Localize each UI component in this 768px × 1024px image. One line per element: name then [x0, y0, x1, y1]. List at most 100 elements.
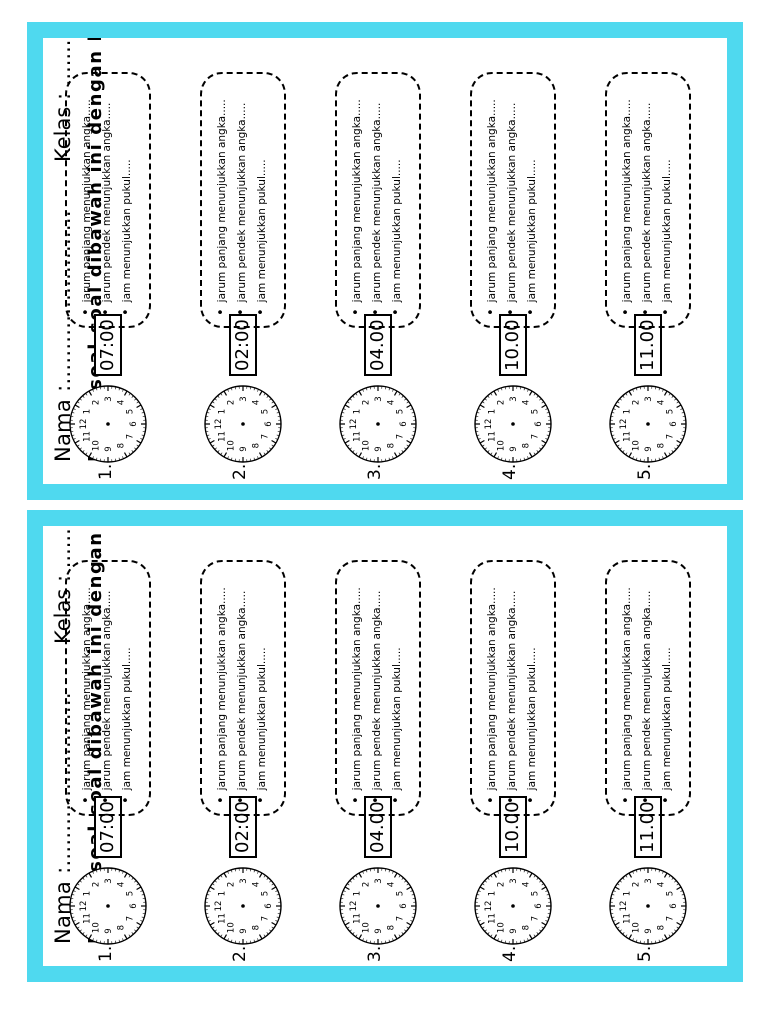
clock-number: 4 — [252, 400, 262, 405]
clock-tick — [628, 390, 632, 396]
clock-tick — [392, 456, 394, 459]
clock-tick — [79, 929, 83, 932]
clock-tick — [682, 897, 685, 899]
clock-tick — [72, 434, 75, 437]
clock-tick — [259, 872, 263, 878]
clock-tick — [541, 886, 546, 891]
clock-tick — [404, 929, 407, 932]
clock-number: 4 — [386, 400, 396, 405]
clock-tick — [398, 452, 401, 455]
clock-tick — [115, 940, 117, 944]
clock-tick — [538, 398, 542, 401]
clock-number: 1 — [487, 409, 497, 414]
clock-number: 12 — [79, 419, 89, 430]
clock-tick — [411, 893, 415, 896]
clock-tick — [611, 411, 614, 414]
clock-tick — [73, 438, 77, 440]
answer-box: jarum panjang menunjukkan angka.....jaru… — [604, 72, 691, 328]
clock-tick — [671, 877, 674, 880]
clock-tick — [263, 452, 266, 455]
clock-tick — [355, 393, 358, 396]
answer-box: jarum panjang menunjukkan angka.....jaru… — [604, 560, 691, 816]
clock-tick — [487, 395, 490, 398]
clock-tick — [362, 938, 364, 941]
answer-box: jarum panjang menunjukkan angka.....jaru… — [469, 72, 556, 328]
clock-tick — [75, 439, 81, 444]
clock-tick — [347, 926, 350, 929]
clock-tick — [266, 395, 269, 398]
clock-number: 2 — [361, 400, 371, 405]
clock-number: 4 — [521, 400, 531, 405]
clock-number: 11 — [83, 913, 93, 924]
clock-tick — [610, 897, 613, 899]
clock-tick — [209, 886, 215, 891]
clock-tick — [358, 872, 363, 878]
clock-tick — [341, 916, 345, 919]
clock-tick — [610, 431, 613, 433]
clock-tick — [71, 913, 74, 915]
clock-tick — [682, 913, 685, 915]
clock-tick — [484, 398, 487, 401]
clock-number: 11 — [218, 913, 228, 924]
clock-tick — [122, 938, 125, 941]
clock-tick — [77, 926, 80, 929]
clock-number: 6 — [669, 903, 679, 908]
clock-tick — [344, 921, 350, 926]
clock-tick — [341, 411, 345, 414]
clock-tick — [214, 398, 218, 401]
clock-tick — [406, 926, 409, 929]
clock-tick — [119, 869, 121, 873]
clock-tick — [140, 408, 144, 410]
clock-tick — [257, 389, 259, 392]
clock-number: 3 — [374, 396, 384, 401]
clock-number: 11 — [83, 431, 93, 442]
clock-tick — [639, 458, 641, 462]
clock-tick — [250, 940, 252, 944]
clock-tick — [412, 913, 416, 915]
clock-center-dot — [376, 904, 380, 908]
clock-tick — [401, 877, 404, 880]
clock-tick — [497, 456, 499, 459]
answer-box: jarum panjang menunjukkan angka.....jaru… — [334, 560, 421, 816]
clock-tick — [340, 897, 344, 899]
clock-tick — [406, 921, 412, 926]
clock-tick — [365, 939, 368, 943]
clock-number: 7 — [665, 434, 675, 439]
question-number: 4. — [500, 463, 520, 480]
clock-tick — [385, 458, 387, 462]
clock-tick — [639, 386, 641, 390]
clock-tick — [115, 386, 117, 390]
clock-number: 5 — [126, 409, 136, 414]
clock-tick — [263, 875, 266, 878]
clock-number: 2 — [361, 882, 371, 887]
clock-tick — [277, 897, 281, 899]
clock-number: 2 — [227, 882, 237, 887]
clock-tick — [682, 431, 685, 433]
clock-tick — [401, 450, 404, 453]
clock-tick — [266, 932, 269, 935]
clock-tick — [227, 456, 230, 459]
clock-tick — [122, 389, 125, 392]
clock-tick — [526, 389, 529, 392]
clock-tick — [79, 447, 83, 450]
clock-tick — [96, 387, 98, 391]
clock-tick — [546, 434, 550, 437]
clock-tick — [276, 434, 280, 437]
clock-tick — [621, 450, 625, 453]
clock-tick — [206, 916, 210, 919]
clock-number: 10 — [92, 922, 102, 933]
clock-tick — [388, 869, 391, 873]
clock-tick — [610, 913, 613, 915]
answer-box: jarum panjang menunjukkan angka.....jaru… — [65, 72, 152, 328]
clock-tick — [208, 890, 211, 892]
clock-tick — [614, 439, 620, 444]
clock-tick — [271, 444, 275, 447]
clock-tick — [675, 886, 681, 891]
clock-tick — [663, 872, 668, 878]
clock-number: 9 — [104, 446, 114, 451]
clock-tick — [536, 877, 539, 880]
